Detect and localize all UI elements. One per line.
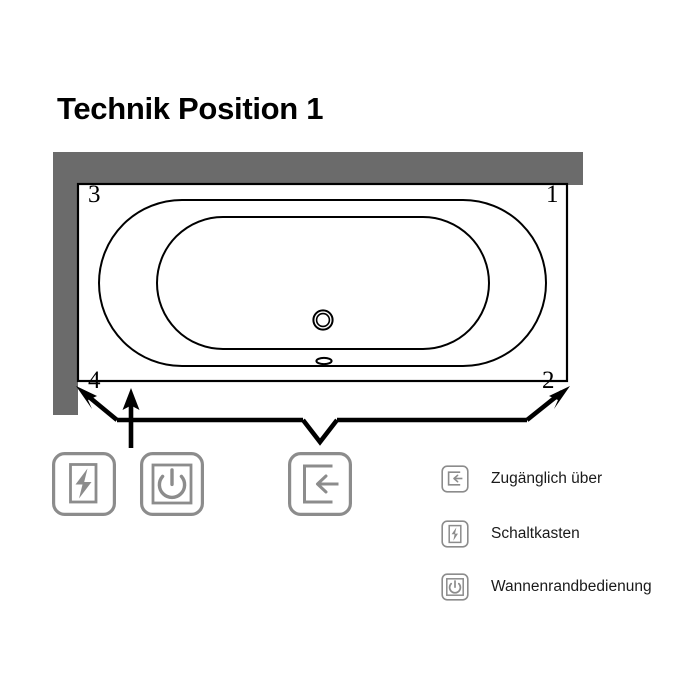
corner-label-2: 2 bbox=[542, 367, 555, 394]
bathtub-outline bbox=[76, 182, 569, 383]
callout-arrow-vertical bbox=[122, 388, 140, 448]
legend-label-zugaenglich: Zugänglich über bbox=[491, 470, 603, 487]
callout-arrow-right bbox=[549, 386, 570, 409]
overflow-fitting bbox=[315, 356, 333, 366]
legend-item-zugaenglich: Zugänglich über bbox=[441, 465, 602, 493]
callout-brace bbox=[81, 390, 564, 446]
wall-shape bbox=[53, 152, 583, 415]
zugaenglich-icon[interactable] bbox=[288, 452, 352, 516]
corner-label-3: 3 bbox=[88, 181, 101, 208]
legend-item-schaltkasten: Schaltkasten bbox=[441, 520, 580, 548]
zugaenglich-icon bbox=[441, 465, 469, 493]
legend-label-wannenrandbedienung: Wannenrandbedienung bbox=[491, 578, 652, 595]
callout-arrow-left bbox=[76, 386, 97, 409]
schaltkasten-icon[interactable] bbox=[52, 452, 116, 516]
corner-label-1: 1 bbox=[546, 181, 559, 208]
schaltkasten-icon bbox=[441, 520, 469, 548]
drain-fitting bbox=[312, 309, 334, 331]
wannenrandbedienung-icon bbox=[441, 573, 469, 601]
wannenrandbedienung-icon[interactable] bbox=[140, 452, 204, 516]
corner-labels: 3 1 4 2 bbox=[88, 181, 559, 394]
legend-label-schaltkasten: Schaltkasten bbox=[491, 525, 580, 542]
legend-item-wannenrandbedienung: Wannenrandbedienung bbox=[441, 573, 652, 601]
page-title: Technik Position 1 bbox=[57, 91, 324, 126]
corner-label-4: 4 bbox=[88, 367, 101, 394]
